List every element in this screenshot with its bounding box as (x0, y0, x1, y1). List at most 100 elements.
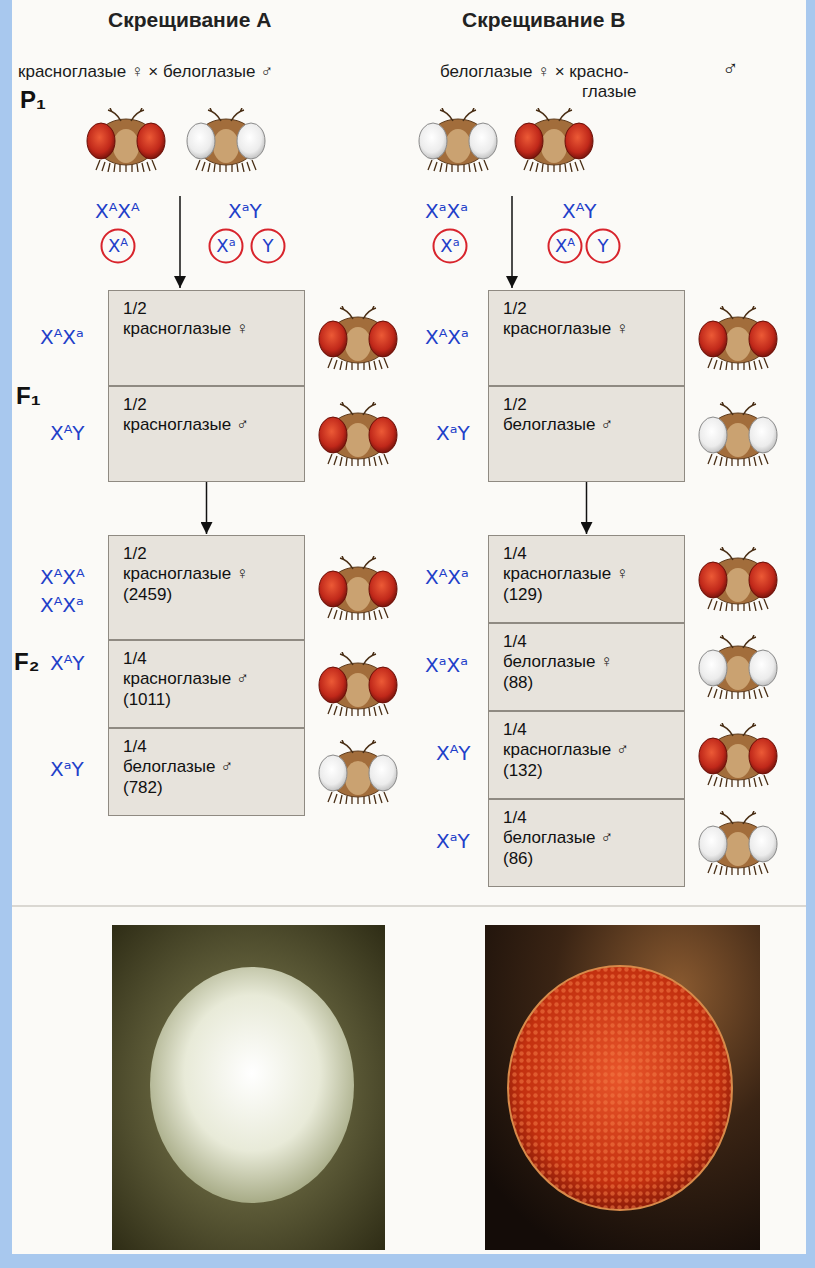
photo-background (112, 925, 385, 1250)
node-text: красноглазые ♀ (503, 564, 670, 584)
fly-white-eyed (699, 635, 777, 699)
gamete-circle: Y (250, 228, 286, 264)
genotype-label: XᵃY (50, 758, 84, 781)
separator-line (12, 906, 806, 907)
gamete-circle-ring (210, 230, 243, 263)
node-text: 1/2 (123, 544, 290, 564)
offspring-box: 1/2красноглазые ♂ (108, 386, 305, 482)
genotype-label: XᴬY (50, 652, 85, 675)
node-text: (88) (503, 673, 670, 693)
node-text: (132) (503, 761, 670, 781)
photo-background (485, 925, 760, 1250)
genotype-label: XᴬXᴬ (40, 566, 85, 589)
genotype-label: XᴬXᵃ (40, 326, 84, 349)
offspring-box: 1/4белоглазые ♀(88) (488, 623, 685, 711)
node-text: красноглазые ♂ (503, 740, 670, 760)
text-label: красноглазые ♀ × белоглазые ♂ (18, 62, 273, 82)
genotype-label: XᴬXᵃ (425, 566, 469, 589)
node-text: Xᵃ (216, 236, 235, 256)
node-text: 1/2 (503, 395, 670, 415)
text-label: белоглазые ♀ × красно- (440, 62, 629, 82)
gamete-circle-ring (102, 230, 135, 263)
genotype-label: XᵃY (228, 200, 262, 223)
node-text: 1/2 (123, 299, 290, 319)
red-eye-photo (508, 966, 732, 1210)
cross-arrow (511, 196, 513, 288)
fly-red-eyed (699, 306, 777, 370)
offspring-box: 1/2белоглазые ♂ (488, 386, 685, 482)
gamete-circle-ring (434, 230, 467, 263)
node-text: 1/4 (503, 720, 670, 740)
genotype-label: XᵃXᵃ (425, 654, 468, 677)
node-text: Xᴬ (555, 236, 575, 256)
node-text: 1/4 (503, 808, 670, 828)
fly-red-eyed (319, 306, 397, 370)
fly-white-eyed (419, 108, 497, 172)
node-text: 1/4 (123, 649, 290, 669)
gamete-circle-ring (587, 230, 620, 263)
offspring-box: 1/2красноглазые ♀ (108, 290, 305, 386)
node-text: красноглазые ♀ (123, 319, 290, 339)
fly-red-eyed (319, 402, 397, 466)
fly-red-eyed (699, 723, 777, 787)
gamete-circle: Y (585, 228, 621, 264)
node-text: Y (263, 236, 274, 256)
node-text: красноглазые ♀ (503, 319, 670, 339)
text-label: F₁ (16, 382, 41, 410)
generation-arrow (586, 482, 588, 534)
fly-red-eyed (87, 108, 165, 172)
eye-facets (508, 966, 732, 1210)
node-text: белоглазые ♂ (503, 415, 670, 435)
white-eye-photo (150, 967, 354, 1203)
fly-red-eyed (699, 547, 777, 611)
offspring-box: 1/4красноглазые ♂(1011) (108, 640, 305, 728)
node-text: 1/4 (503, 632, 670, 652)
gamete-circle: Xᵃ (432, 228, 468, 264)
genotype-label: XᵃY (436, 830, 470, 853)
genotype-label: XᴬXᵃ (40, 594, 84, 617)
node-text: Xᴬ (108, 236, 128, 256)
text-label: P₁ (20, 86, 46, 114)
node-text: (782) (123, 778, 290, 798)
eye-rim (508, 966, 732, 1210)
offspring-box: 1/4красноглазые ♀(129) (488, 535, 685, 623)
genotype-label: XᴬXᴬ (95, 200, 140, 223)
offspring-box: 1/4белоглазые ♂(782) (108, 728, 305, 816)
generation-arrow (206, 482, 208, 534)
gamete-circle: Xᴬ (100, 228, 136, 264)
node-text: 1/4 (123, 737, 290, 757)
node-text: (1011) (123, 690, 290, 710)
text-label: Скрещивание В (462, 8, 625, 32)
fly-white-eyed (699, 402, 777, 466)
fly-white-eyed (319, 740, 397, 804)
cross-arrow (179, 196, 181, 288)
node-text: Y (598, 236, 609, 256)
offspring-box: 1/2красноглазые ♀ (488, 290, 685, 386)
node-text: 1/2 (503, 299, 670, 319)
node-text: белоглазые ♀ (503, 652, 670, 672)
fly-white-eyed (187, 108, 265, 172)
genotype-label: XᴬXᵃ (425, 326, 469, 349)
gamete-circle: Xᴬ (547, 228, 583, 264)
node-text: 1/4 (503, 544, 670, 564)
text-label: ♂ (722, 56, 739, 81)
node-text: белоглазые ♂ (503, 828, 670, 848)
genotype-label: XᴬY (562, 200, 597, 223)
gamete-circle-ring (252, 230, 285, 263)
node-text: Xᵃ (440, 236, 459, 256)
fly-red-eyed (319, 556, 397, 620)
node-text: (129) (503, 585, 670, 605)
node-text: красноглазые ♂ (123, 415, 290, 435)
text-label: Скрещивание А (108, 8, 271, 32)
node-text: (86) (503, 849, 670, 869)
genotype-label: XᵃY (436, 422, 470, 445)
node-text: белоглазые ♂ (123, 757, 290, 777)
offspring-box: 1/4белоглазые ♂(86) (488, 799, 685, 887)
text-label: глазые (582, 82, 636, 102)
offspring-box: 1/4красноглазые ♂(132) (488, 711, 685, 799)
node-text: 1/2 (123, 395, 290, 415)
genotype-label: XᴬY (436, 742, 471, 765)
genotype-label: XᵃXᵃ (425, 200, 468, 223)
offspring-box: 1/2красноглазые ♀(2459) (108, 535, 305, 640)
gamete-circle-ring (549, 230, 582, 263)
